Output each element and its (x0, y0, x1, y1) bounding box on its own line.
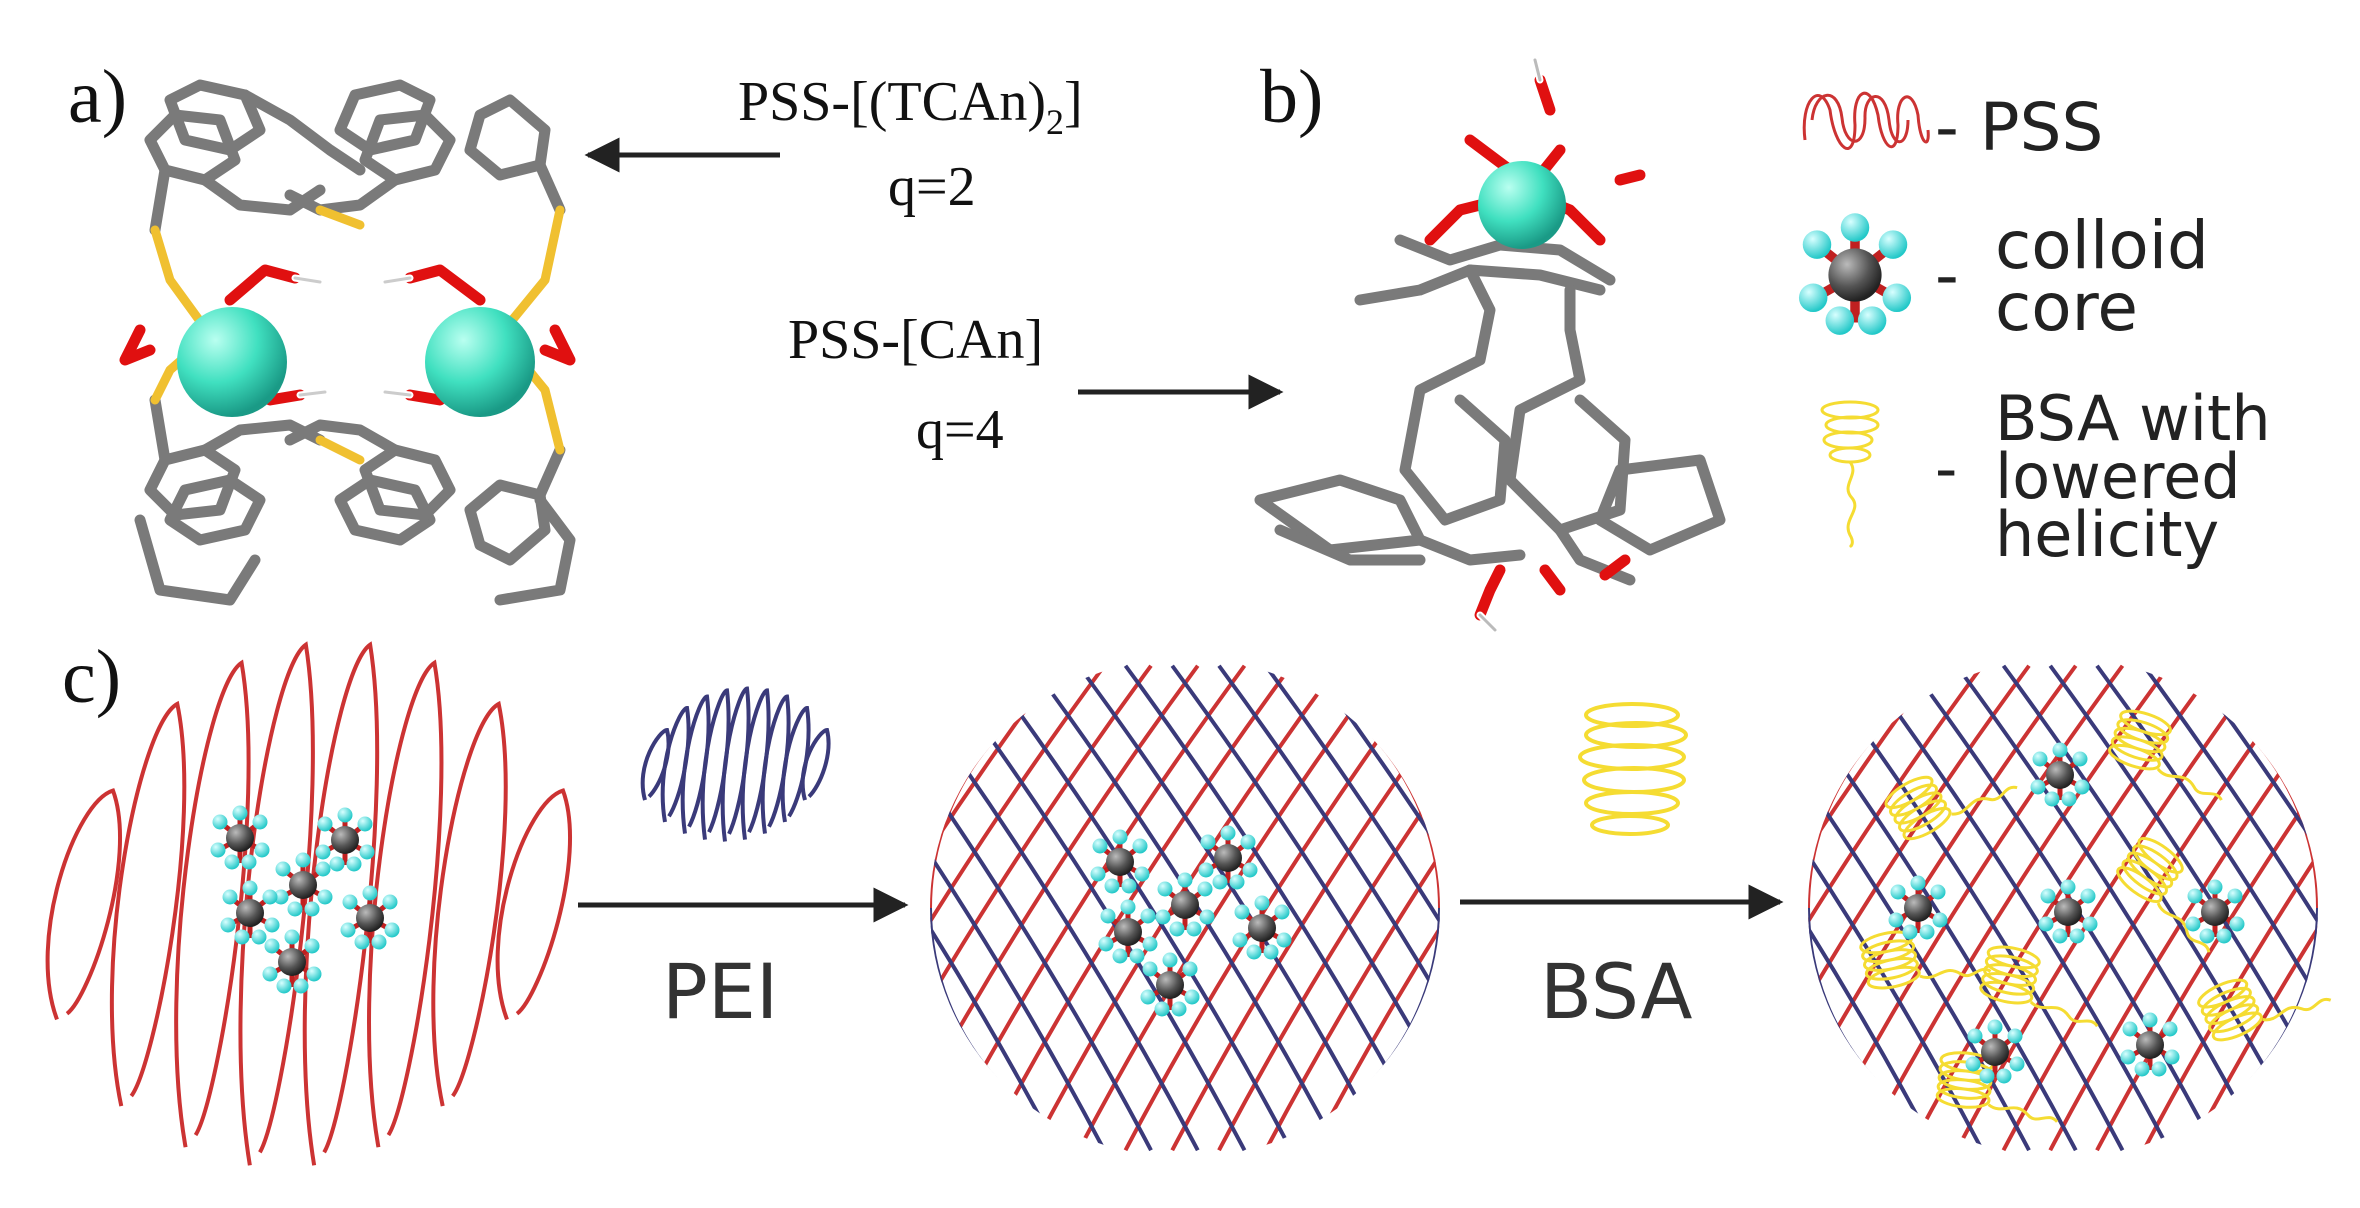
legend-bsa-icon (1820, 400, 1880, 548)
arrow-b-charge: q=4 (916, 399, 1004, 461)
pei-strand (1217, 664, 1440, 1152)
bsa-coil (1884, 775, 2018, 841)
pei-loop (680, 694, 711, 834)
legend-colloid-core-icon (1799, 213, 1911, 335)
pss-loop (495, 788, 573, 1021)
pei-strands (1808, 664, 2318, 1158)
arrow-a-close: ] (1064, 71, 1083, 133)
legend-pss-label: - PSS (1935, 89, 2103, 166)
colloid-core (341, 886, 400, 950)
pei-strand (983, 664, 1294, 1152)
pei-loop (780, 705, 811, 823)
metal-ion-sphere (1478, 161, 1566, 249)
pss-strand (930, 664, 1200, 1152)
molecule-b-can (1254, 56, 1726, 634)
bsa-coil (1979, 945, 2099, 1028)
pss-strand (1808, 664, 1984, 1152)
pei-strand (1264, 664, 1440, 1152)
panel-c-label: c) (62, 635, 121, 719)
pei-loop (800, 727, 831, 801)
arrow-a-name: PSS-[(TCAn) (738, 71, 1046, 133)
pei-strand (2142, 664, 2318, 1152)
pss-strand (1808, 664, 1938, 1152)
pei-strand (1808, 664, 1938, 1152)
colloid-core (221, 881, 280, 945)
pss-loop (45, 788, 123, 1021)
bsa-coil (2116, 837, 2211, 953)
panel-b-label: b) (1260, 55, 1323, 139)
capsule-pss-pei-bsa (1808, 658, 2332, 1158)
pei-strand (1955, 664, 2265, 1152)
pss-loop (367, 659, 444, 1148)
pss-strand (930, 664, 1060, 1152)
bsa-coil (2108, 709, 2223, 801)
legend-bsa-line2: lowered (1995, 440, 2241, 513)
legend-colloid-dash: - (1935, 237, 1959, 314)
step-bsa-label: BSA (1540, 947, 1692, 1036)
step-pei-label: PEI (662, 947, 778, 1036)
colloid-core (1099, 900, 1158, 964)
pei-strand (930, 664, 1107, 1152)
arrow-a-label: PSS-[(TCAn)2] (738, 71, 1083, 142)
pei-loop (640, 727, 671, 801)
pei-loop (760, 694, 791, 834)
legend-pss-icon (1802, 91, 1930, 150)
panel-a-label: a) (68, 55, 127, 139)
colloid-core (211, 806, 270, 870)
legend-colloid-line2: core (1995, 269, 2138, 346)
bsa-coil (2197, 978, 2332, 1042)
pei-strand (930, 664, 1153, 1152)
colloid-core (274, 853, 333, 917)
legend-colloid-line1: colloid (1995, 207, 2209, 284)
pss-strand (930, 664, 1106, 1152)
pss-strand (930, 664, 1153, 1152)
pei-strand (1861, 664, 2172, 1152)
pei-loop (660, 705, 691, 823)
arrow-a-subscript: 2 (1046, 102, 1064, 142)
pei-loop (700, 688, 731, 840)
legend: - PSS - colloid core - BSA with lowered … (1799, 89, 2271, 571)
pei-strand (1170, 664, 1440, 1152)
legend-bsa-line3: helicity (1995, 498, 2219, 571)
pei-coil-icon (640, 686, 831, 842)
pss-coil (45, 641, 573, 1166)
pei-strand (2188, 664, 2318, 1152)
capsule-pss-pei (930, 658, 1440, 1158)
metal-ion-sphere (177, 307, 287, 417)
arrow-a-charge: q=2 (888, 156, 976, 218)
pei-strand (1808, 664, 2031, 1152)
pei-strand (1310, 664, 1440, 1152)
arrow-b-name: PSS-[CAn] (788, 309, 1043, 371)
pss-outline (930, 658, 1440, 909)
pss-strand (1808, 664, 2031, 1152)
capsule-pss-with-cores (45, 641, 573, 1166)
colloid-core (1199, 826, 1258, 890)
pss-loop (174, 659, 251, 1148)
pei-loop (720, 686, 751, 842)
pei-loop (740, 688, 771, 840)
legend-bsa-dash: - (1935, 432, 1957, 505)
molecule-a-tcan-dimer (119, 79, 576, 606)
colloid-core (263, 930, 322, 994)
pss-loop (431, 700, 508, 1107)
pei-strand (930, 664, 1060, 1152)
legend-bsa-line1: BSA with (1995, 382, 2271, 455)
pss-loop (109, 700, 187, 1107)
pss-loop (238, 641, 315, 1166)
bsa-coil-icon (1578, 702, 1688, 836)
metal-ion-sphere (425, 307, 535, 417)
